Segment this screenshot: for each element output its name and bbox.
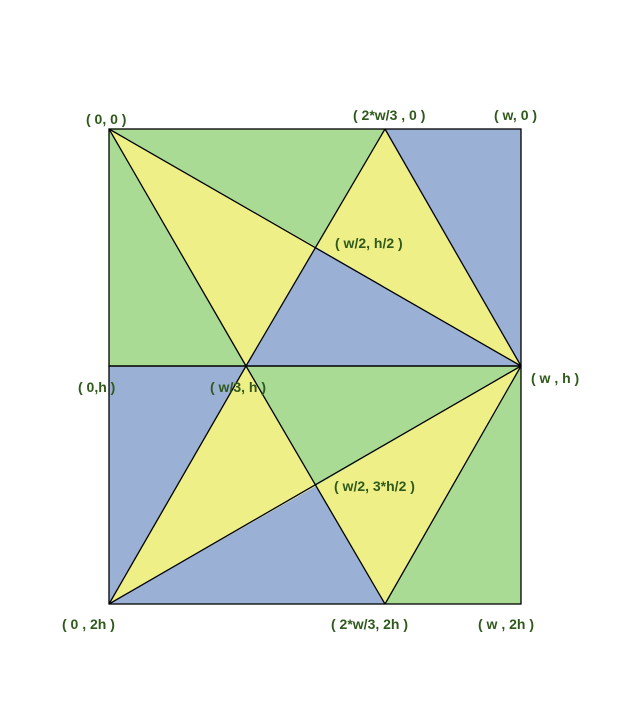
bottom-center-green-triangle [246, 366, 521, 486]
line-topleft-to-midthird [108, 128, 247, 367]
top-yellow-triangle-left [109, 129, 316, 366]
label-mid-right: ( w , h ) [531, 370, 580, 386]
label-top-right: ( w, 0 ) [494, 107, 538, 123]
label-bottom-right: ( w , 2h ) [478, 616, 534, 632]
bottom-square-outline [108, 365, 522, 605]
label-mid-left: ( 0,h ) [78, 379, 116, 395]
label-upper-center: ( w/2, h/2 ) [335, 235, 403, 251]
label-top-two-thirds: ( 2*w/3 , 0 ) [353, 107, 426, 123]
top-left-green-triangle [109, 129, 385, 247]
label-lower-center: ( w/2, 3*h/2 ) [334, 478, 415, 494]
bottom-center-blue-triangle [109, 486, 385, 604]
top-yellow-triangle-right [316, 129, 521, 366]
line-midright-to-bottomtwothirds [384, 365, 522, 605]
line-midthird-to-bottomleft [108, 365, 247, 605]
label-bottom-left: ( 0 , 2h ) [62, 616, 115, 632]
label-mid-third: ( w/3, h ) [210, 379, 266, 395]
line-toptwothirds-to-midthird [245, 128, 386, 367]
label-top-left: ( 0, 0 ) [86, 111, 127, 127]
line-toptwothirds-to-midright [384, 128, 522, 367]
bottom-yellow-triangle-left [109, 366, 316, 604]
diagram-lines [108, 128, 522, 605]
top-center-blue-triangle [246, 247, 521, 366]
label-bottom-two-thirds: ( 2*w/3, 2h ) [331, 616, 409, 632]
bottom-yellow-triangle-right [316, 366, 521, 604]
line-midright-to-bottomleft [108, 365, 522, 605]
